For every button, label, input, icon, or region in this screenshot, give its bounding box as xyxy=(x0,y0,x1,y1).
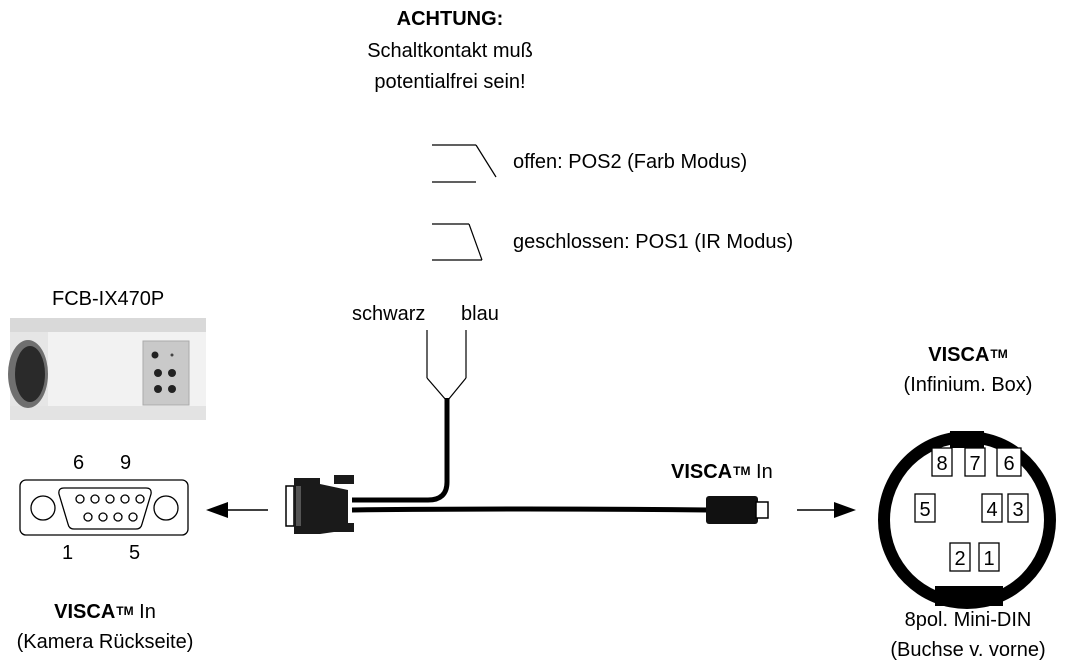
warning-line-2: potentialfrei sein! xyxy=(374,71,526,93)
wire-black-label: schwarz xyxy=(352,303,426,325)
connector-pin-1: 1 xyxy=(62,542,74,564)
svg-text:3: 3 xyxy=(1012,499,1023,521)
connector-pin-5: 5 xyxy=(129,542,141,564)
connector-pin-6: 6 xyxy=(73,452,85,474)
minidin-pin-6: 6 xyxy=(996,447,1022,477)
svg-text:7: 7 xyxy=(969,453,980,475)
minidin-pin-7: 7 xyxy=(964,447,986,477)
dsub9-connector xyxy=(19,479,189,536)
minidin-visca-label: VISCATM xyxy=(928,344,1008,366)
minidin-caption-1: 8pol. Mini-DIN xyxy=(904,609,1032,631)
minidin-pin-4: 4 xyxy=(981,493,1003,523)
minidin-caption-2: (Buchse v. vorne) xyxy=(890,639,1046,661)
svg-text:6: 6 xyxy=(1003,453,1014,475)
svg-text:1: 1 xyxy=(983,548,994,570)
switch-open-symbol xyxy=(432,144,497,183)
arrow-left xyxy=(206,502,268,518)
cable-visca-label: VISCATM In xyxy=(671,461,773,483)
minidin-plug xyxy=(706,496,769,524)
arrow-right xyxy=(797,502,856,518)
dsub-plug xyxy=(285,475,354,534)
minidin-pin-8: 8 xyxy=(931,447,953,477)
wire-blue-label: blau xyxy=(461,303,499,325)
minidin-pin-1: 1 xyxy=(978,542,1000,572)
switch-closed-label: geschlossen: POS1 (IR Modus) xyxy=(513,231,794,253)
warning-line-1: Schaltkontakt muß xyxy=(367,40,533,62)
camera-visca-label: VISCATM In xyxy=(54,601,156,623)
connector-pin-9: 9 xyxy=(120,452,132,474)
switch-closed-symbol xyxy=(432,223,483,261)
minidin-pin-3: 3 xyxy=(1007,493,1029,523)
svg-text:8: 8 xyxy=(936,453,947,475)
wire-split xyxy=(426,330,467,401)
svg-text:2: 2 xyxy=(954,548,965,570)
minidin-pin-5: 5 xyxy=(914,493,936,523)
camera-subtitle: (Kamera Rückseite) xyxy=(16,631,194,653)
main-cable xyxy=(351,506,709,513)
minidin-subtitle: (Infinium. Box) xyxy=(903,374,1033,396)
minidin-pins: 8 7 6 5 4 3 2 1 xyxy=(914,447,1029,572)
camera-model: FCB-IX470P xyxy=(52,288,165,310)
svg-text:4: 4 xyxy=(986,499,997,521)
svg-text:5: 5 xyxy=(919,499,930,521)
cable-to-switch xyxy=(352,398,450,503)
switch-open-label: offen: POS2 (Farb Modus) xyxy=(513,151,748,173)
warning-title: ACHTUNG: xyxy=(396,8,504,30)
camera-illustration xyxy=(8,318,206,420)
minidin-pin-2: 2 xyxy=(949,542,971,572)
